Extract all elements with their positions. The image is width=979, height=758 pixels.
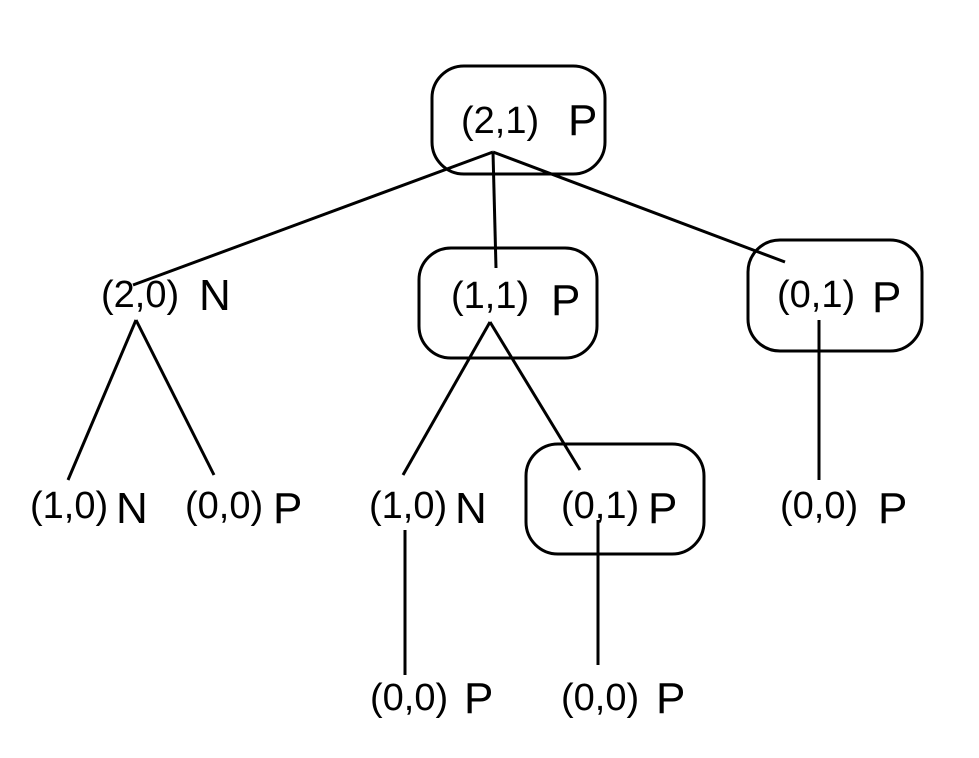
node-0-0-c: (0,0) P: [370, 674, 493, 723]
node-label: P: [568, 96, 597, 145]
edge-2-0-to-0-0-a: [134, 319, 216, 476]
tree-edges: [66, 150, 821, 675]
node-label: P: [648, 484, 677, 533]
node-coord: (0,0): [780, 485, 858, 527]
node-label: P: [656, 674, 685, 723]
edge-2-1-to-1-1: [491, 151, 498, 269]
node-1-0-a: (1,0) N: [30, 484, 148, 533]
node-2-0: (2,0) N: [101, 271, 231, 320]
node-2-1: (2,1) P: [461, 96, 597, 145]
node-label: P: [878, 484, 907, 533]
node-0-0-b: (0,0) P: [780, 484, 907, 533]
node-label: N: [455, 484, 487, 533]
node-coord: (0,0): [370, 677, 448, 719]
tree-nodes: (2,1) P (2,0) N (1,1) P (0,1) P (1,0) N …: [30, 96, 907, 723]
node-coord: (1,0): [369, 485, 447, 527]
node-0-1-mid: (0,1) P: [561, 484, 677, 533]
box-n-2-1: [430, 64, 607, 176]
p-position-boxes: [417, 64, 924, 556]
node-1-1: (1,1) P: [451, 275, 580, 325]
node-coord: (0,1): [561, 485, 639, 527]
node-coord: (2,0): [101, 274, 179, 316]
node-coord: (0,0): [185, 485, 263, 527]
node-label: P: [273, 484, 302, 533]
node-1-0-b: (1,0) N: [369, 484, 487, 533]
node-label: N: [116, 484, 148, 533]
node-0-1-top: (0,1) P: [777, 273, 901, 322]
node-coord: (1,1): [451, 275, 529, 317]
edge-2-1-to-0-1-top: [492, 150, 786, 264]
box-n-0-1-mid: [524, 442, 706, 556]
box-n-0-1-top: [746, 238, 924, 353]
node-label: P: [551, 276, 580, 325]
box-n-1-1: [417, 246, 599, 360]
node-coord: (1,0): [30, 485, 108, 527]
edge-2-1-to-2-0: [132, 150, 494, 287]
node-coord: (0,1): [777, 274, 855, 316]
node-0-0-d: (0,0) P: [561, 674, 685, 723]
edge-1-1-to-0-1-mid: [488, 321, 582, 471]
edge-2-0-to-1-0-a: [66, 319, 138, 481]
node-coord: (0,0): [561, 677, 639, 719]
node-coord: (2,1): [461, 100, 539, 142]
node-label: P: [872, 273, 901, 322]
node-label: P: [464, 674, 493, 723]
edge-1-1-to-1-0-b: [401, 321, 492, 476]
node-0-0-a: (0,0) P: [185, 484, 302, 533]
node-label: N: [199, 271, 231, 320]
